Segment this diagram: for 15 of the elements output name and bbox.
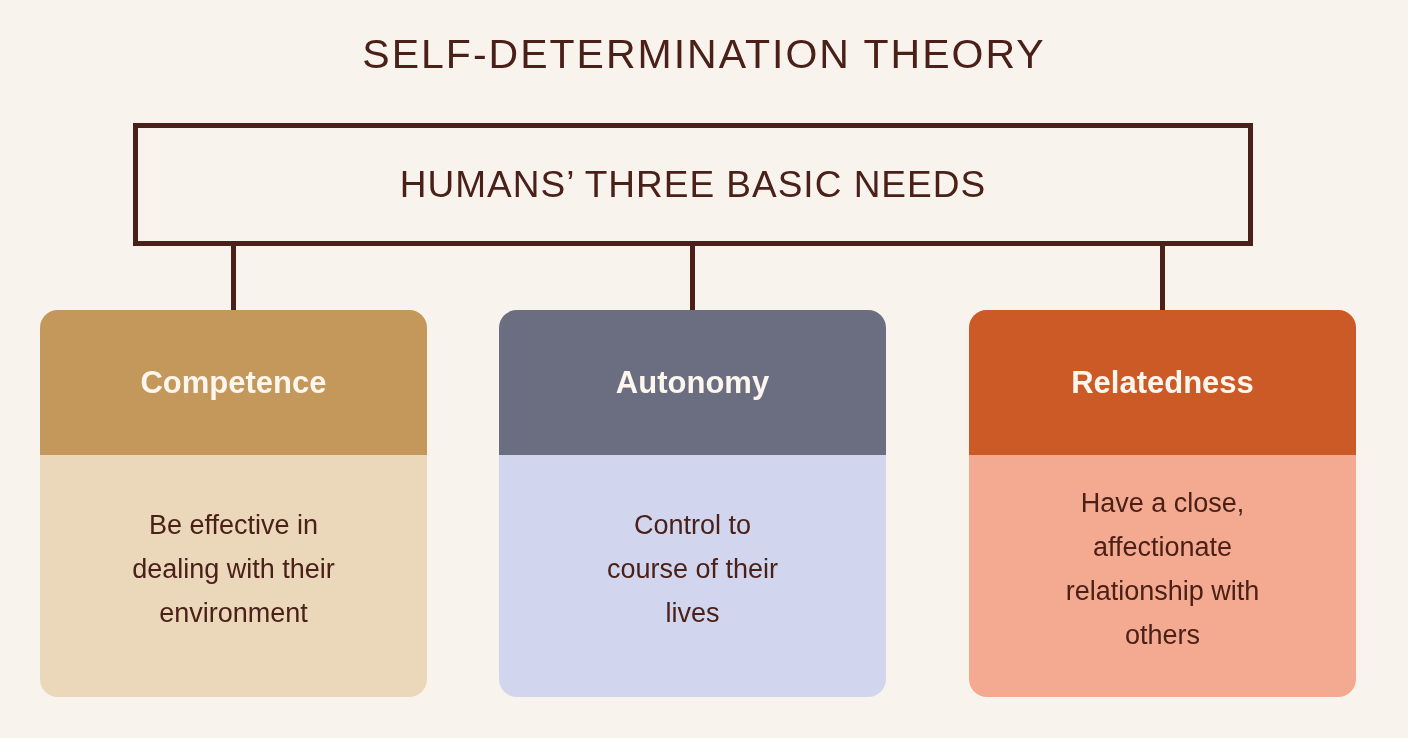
connector-line <box>690 246 695 310</box>
card-description: Have a close, affectionate relationship with others <box>1064 487 1261 652</box>
card-description: Control to course of their lives <box>605 509 780 630</box>
need-card <box>40 310 427 697</box>
connector-line <box>231 246 236 310</box>
diagram-title: SELF-DETERMINATION THEORY <box>362 30 1046 79</box>
need-card <box>499 310 886 697</box>
need-card <box>969 310 1356 697</box>
card-heading: Competence <box>140 364 327 401</box>
card-heading: Autonomy <box>615 364 770 401</box>
card-description: Be effective in dealing with their environment <box>131 509 336 630</box>
connector-line <box>1160 246 1165 310</box>
card-heading: Relatedness <box>1071 364 1254 401</box>
heading-box <box>133 123 1253 246</box>
box-heading: HUMANS’ THREE BASIC NEEDS <box>399 163 987 206</box>
